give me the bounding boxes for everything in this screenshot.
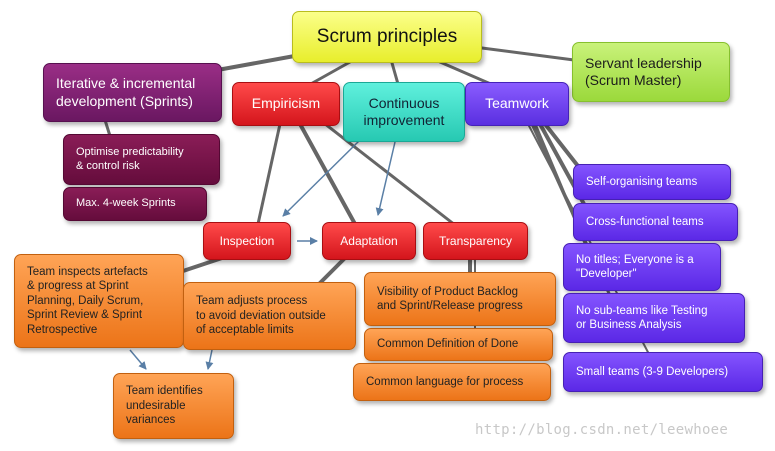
- no-titles-label: No titles; Everyone is a "Developer": [576, 253, 694, 280]
- team-inspects-label: Team inspects artefacts & progress at Sp…: [27, 266, 148, 336]
- team-adjusts-label: Team adjusts process to avoid deviation …: [196, 295, 326, 337]
- adaptation-node: Adaptation: [322, 222, 416, 260]
- small-teams-node: Small teams (3-9 Developers): [563, 352, 763, 392]
- inspection-label: Inspection: [219, 233, 275, 248]
- empiricism-label: Empiricism: [251, 95, 321, 112]
- cross-functional-label: Cross-functional teams: [586, 215, 704, 228]
- no-sub-teams-node: No sub-teams like Testing or Business An…: [563, 293, 745, 343]
- self-organising-label: Self-organising teams: [586, 175, 698, 188]
- servant-leadership-node: Servant leadership (Scrum Master): [572, 42, 730, 102]
- iterative-node: Iterative & incremental development (Spr…: [43, 63, 222, 122]
- visibility-node: Visibility of Product Backlog and Sprint…: [364, 272, 556, 326]
- team-identifies-label: Team identifies undesirable variances: [126, 385, 203, 427]
- common-language-node: Common language for process: [353, 363, 551, 401]
- transparency-node: Transparency: [423, 222, 528, 260]
- team-identifies-node: Team identifies undesirable variances: [113, 373, 234, 439]
- common-definition-node: Common Definition of Done: [364, 328, 553, 361]
- teamwork-label: Teamwork: [485, 95, 549, 112]
- continuous-improvement-label: Continuous improvement: [363, 94, 445, 129]
- empiricism-node: Empiricism: [232, 82, 340, 126]
- link-adaptation-adjusts: [316, 256, 347, 287]
- servant-leadership-label: Servant leadership (Scrum Master): [585, 54, 702, 89]
- inspection-node: Inspection: [203, 222, 291, 260]
- link-empiricism-adaptation: [298, 122, 357, 226]
- team-adjusts-node: Team adjusts process to avoid deviation …: [183, 282, 356, 350]
- transparency-label: Transparency: [439, 233, 512, 248]
- optimise-node: Optimise predictability & control risk: [63, 134, 220, 185]
- team-inspects-node: Team inspects artefacts & progress at Sp…: [14, 254, 184, 348]
- no-sub-teams-label: No sub-teams like Testing or Business An…: [576, 304, 708, 331]
- arrow-inspects-identifies: [129, 349, 147, 370]
- small-teams-label: Small teams (3-9 Developers): [576, 365, 729, 378]
- teamwork-node: Teamwork: [465, 82, 569, 126]
- link-root-servant: [480, 46, 576, 62]
- max-sprints-label: Max. 4-week Sprints: [76, 197, 176, 210]
- cross-functional-node: Cross-functional teams: [573, 203, 738, 241]
- arrow-continuous-inspection: [282, 139, 361, 217]
- visibility-label: Visibility of Product Backlog and Sprint…: [377, 285, 523, 312]
- no-titles-node: No titles; Everyone is a "Developer": [563, 243, 721, 291]
- watermark: http://blog.csdn.net/leewhoee: [475, 422, 729, 438]
- self-organising-node: Self-organising teams: [573, 164, 731, 200]
- max-sprints-node: Max. 4-week Sprints: [63, 187, 207, 221]
- common-definition-label: Common Definition of Done: [377, 338, 519, 351]
- arrow-adjusts-identifies: [205, 349, 214, 370]
- root-node: Scrum principles: [292, 11, 482, 63]
- iterative-label: Iterative & incremental development (Spr…: [56, 75, 196, 109]
- common-language-label: Common language for process: [366, 375, 524, 388]
- root-label: Scrum principles: [316, 26, 458, 48]
- optimise-label: Optimise predictability & control risk: [76, 145, 184, 172]
- link-iterative-optimise: [103, 118, 112, 138]
- adaptation-label: Adaptation: [340, 233, 398, 248]
- continuous-improvement-node: Continuous improvement: [343, 82, 465, 142]
- link-root-continuous: [390, 61, 400, 86]
- link-empiricism-inspection: [256, 122, 282, 226]
- arrow-continuous-adaptation: [375, 141, 396, 216]
- link-inspection-inspects: [178, 256, 224, 274]
